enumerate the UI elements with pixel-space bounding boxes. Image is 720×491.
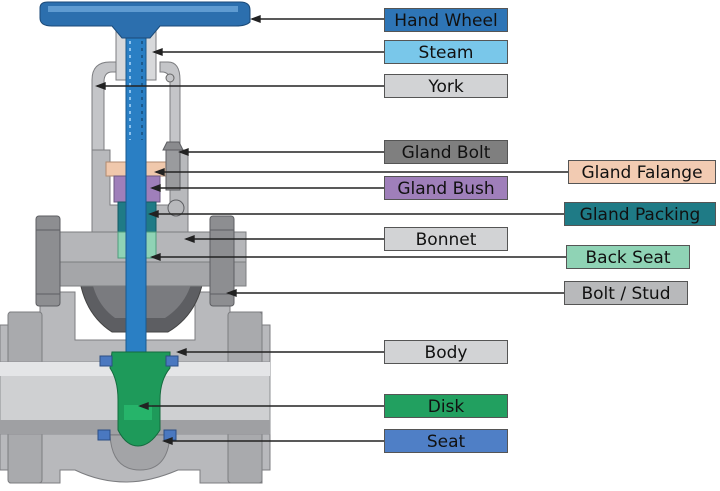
leader-lines xyxy=(95,14,568,446)
gland-bolt-shape xyxy=(165,149,181,191)
label-body: Body xyxy=(384,340,508,364)
label-seat: Seat xyxy=(384,429,508,453)
label-steam: Steam xyxy=(384,40,508,64)
left-stud xyxy=(35,215,61,307)
label-gland-packing: Gland Packing xyxy=(564,202,716,226)
label-disk: Disk xyxy=(384,394,508,418)
label-bolt-stud: Bolt / Stud xyxy=(564,281,688,305)
label-york: York xyxy=(384,74,508,98)
seat-ring-lower-left xyxy=(97,429,111,441)
label-back-seat: Back Seat xyxy=(566,245,690,269)
seat-ring-upper-right xyxy=(165,355,179,367)
label-bonnet: Bonnet xyxy=(384,227,508,251)
label-gland-bush: Gland Bush xyxy=(384,176,508,200)
label-hand-wheel: Hand Wheel xyxy=(384,8,508,32)
label-gland-falange: Gland Falange xyxy=(568,160,716,184)
label-gland-bolt: Gland Bolt xyxy=(384,140,508,164)
disk-shape xyxy=(109,351,171,447)
seat-ring-upper-left xyxy=(99,355,113,367)
stem xyxy=(125,9,147,353)
